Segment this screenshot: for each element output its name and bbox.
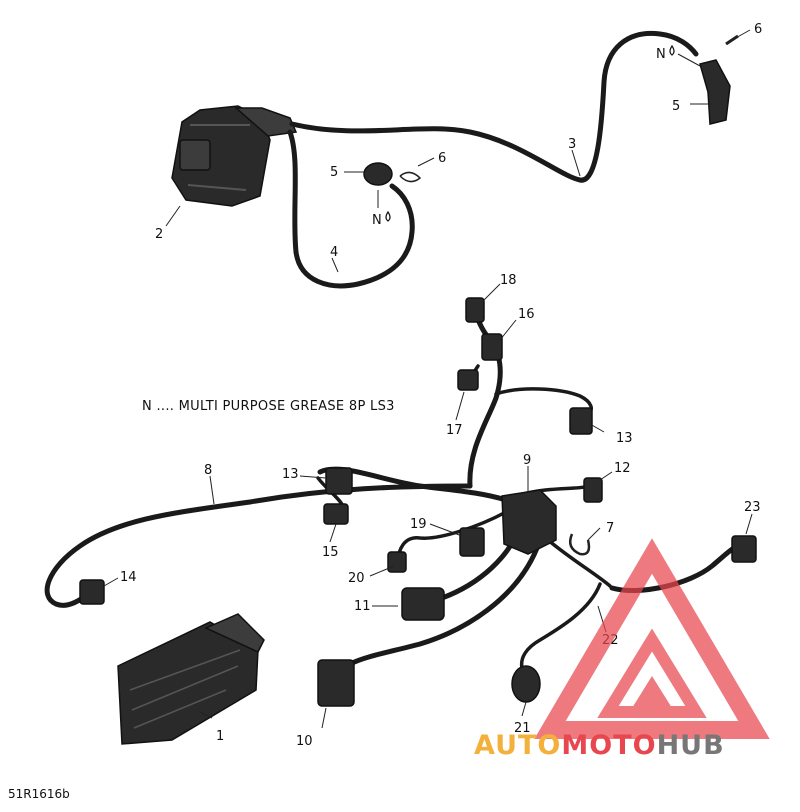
callout-11: 11 <box>354 599 371 614</box>
watermark-wordmark: AUTOMOTOHUB <box>474 730 725 761</box>
callout-13-lower: 13 <box>282 467 299 482</box>
grease-marker-middle: N <box>372 213 382 228</box>
ignition-coil <box>171 105 298 207</box>
leader-lines <box>103 29 753 729</box>
callout-3: 3 <box>568 137 576 152</box>
diagram-reference-code: 51R1616b <box>8 787 70 801</box>
connector-12 <box>583 477 603 503</box>
callout-13-upper: 13 <box>616 431 633 446</box>
callout-5-middle: 5 <box>330 165 338 180</box>
callout-1: 1 <box>216 729 224 744</box>
watermark-auto: AUTO <box>474 730 561 761</box>
grease-droplet-icon <box>669 44 675 56</box>
callout-21: 21 <box>514 721 531 736</box>
callout-12: 12 <box>614 461 631 476</box>
callout-4: 4 <box>330 245 338 260</box>
callout-9: 9 <box>523 453 531 468</box>
callout-19: 19 <box>410 517 427 532</box>
callout-5-top: 5 <box>672 99 680 114</box>
callout-7: 7 <box>606 521 614 536</box>
spark-plug-cap-top <box>699 59 731 125</box>
grease-droplet-icons <box>385 44 675 222</box>
automotohub-watermark: AUTOMOTOHUB <box>474 538 770 761</box>
watermark-moto: MOTO <box>561 730 656 761</box>
callout-8: 8 <box>204 463 212 478</box>
grease-droplet-icon <box>385 210 391 222</box>
connector-20 <box>387 551 407 573</box>
connector-18 <box>465 297 485 323</box>
callout-6-top: 6 <box>754 22 762 37</box>
connector-13-lower <box>325 467 353 495</box>
callout-17: 17 <box>446 423 463 438</box>
callout-14: 14 <box>120 570 137 585</box>
clip-6-middle <box>399 171 422 183</box>
coil-cable-4 <box>287 129 415 289</box>
callout-10: 10 <box>296 734 313 749</box>
connector-16 <box>481 333 503 361</box>
callout-23: 23 <box>744 500 761 515</box>
harness-up-branch <box>467 301 503 489</box>
connector-13-upper <box>569 407 593 435</box>
watermark-hub: HUB <box>657 730 725 761</box>
callout-6-middle: 6 <box>438 151 446 166</box>
main-wiring-harness <box>44 297 757 745</box>
connector-11 <box>401 587 445 621</box>
high-tension-cable-3 <box>289 30 699 183</box>
connector-23 <box>731 535 757 563</box>
callout-18: 18 <box>500 273 517 288</box>
callouts: 1 2 3 4 5 5 6 6 7 8 9 10 11 12 13 13 14 … <box>120 22 762 749</box>
connector-17 <box>457 369 479 391</box>
callout-2: 2 <box>155 227 163 242</box>
callout-16: 16 <box>518 307 535 322</box>
grease-note: N .... MULTI PURPOSE GREASE 8P LS3 <box>142 399 395 414</box>
harness-branch-8 <box>44 483 473 608</box>
connector-14 <box>79 579 105 605</box>
tie-strap-7 <box>569 533 591 556</box>
grease-marker-top: N <box>656 47 666 62</box>
junction-block-9 <box>501 489 557 555</box>
callout-20: 20 <box>348 571 365 586</box>
ecm-module <box>117 613 265 745</box>
ignition-coil-assembly <box>171 30 739 289</box>
connector-10 <box>317 659 355 707</box>
connector-15 <box>323 503 349 525</box>
spark-plug-cap-middle <box>363 162 393 186</box>
callout-15: 15 <box>322 545 339 560</box>
connector-21 <box>511 665 541 703</box>
watermark-triangle-logo <box>534 538 770 739</box>
connector-19 <box>459 527 485 557</box>
